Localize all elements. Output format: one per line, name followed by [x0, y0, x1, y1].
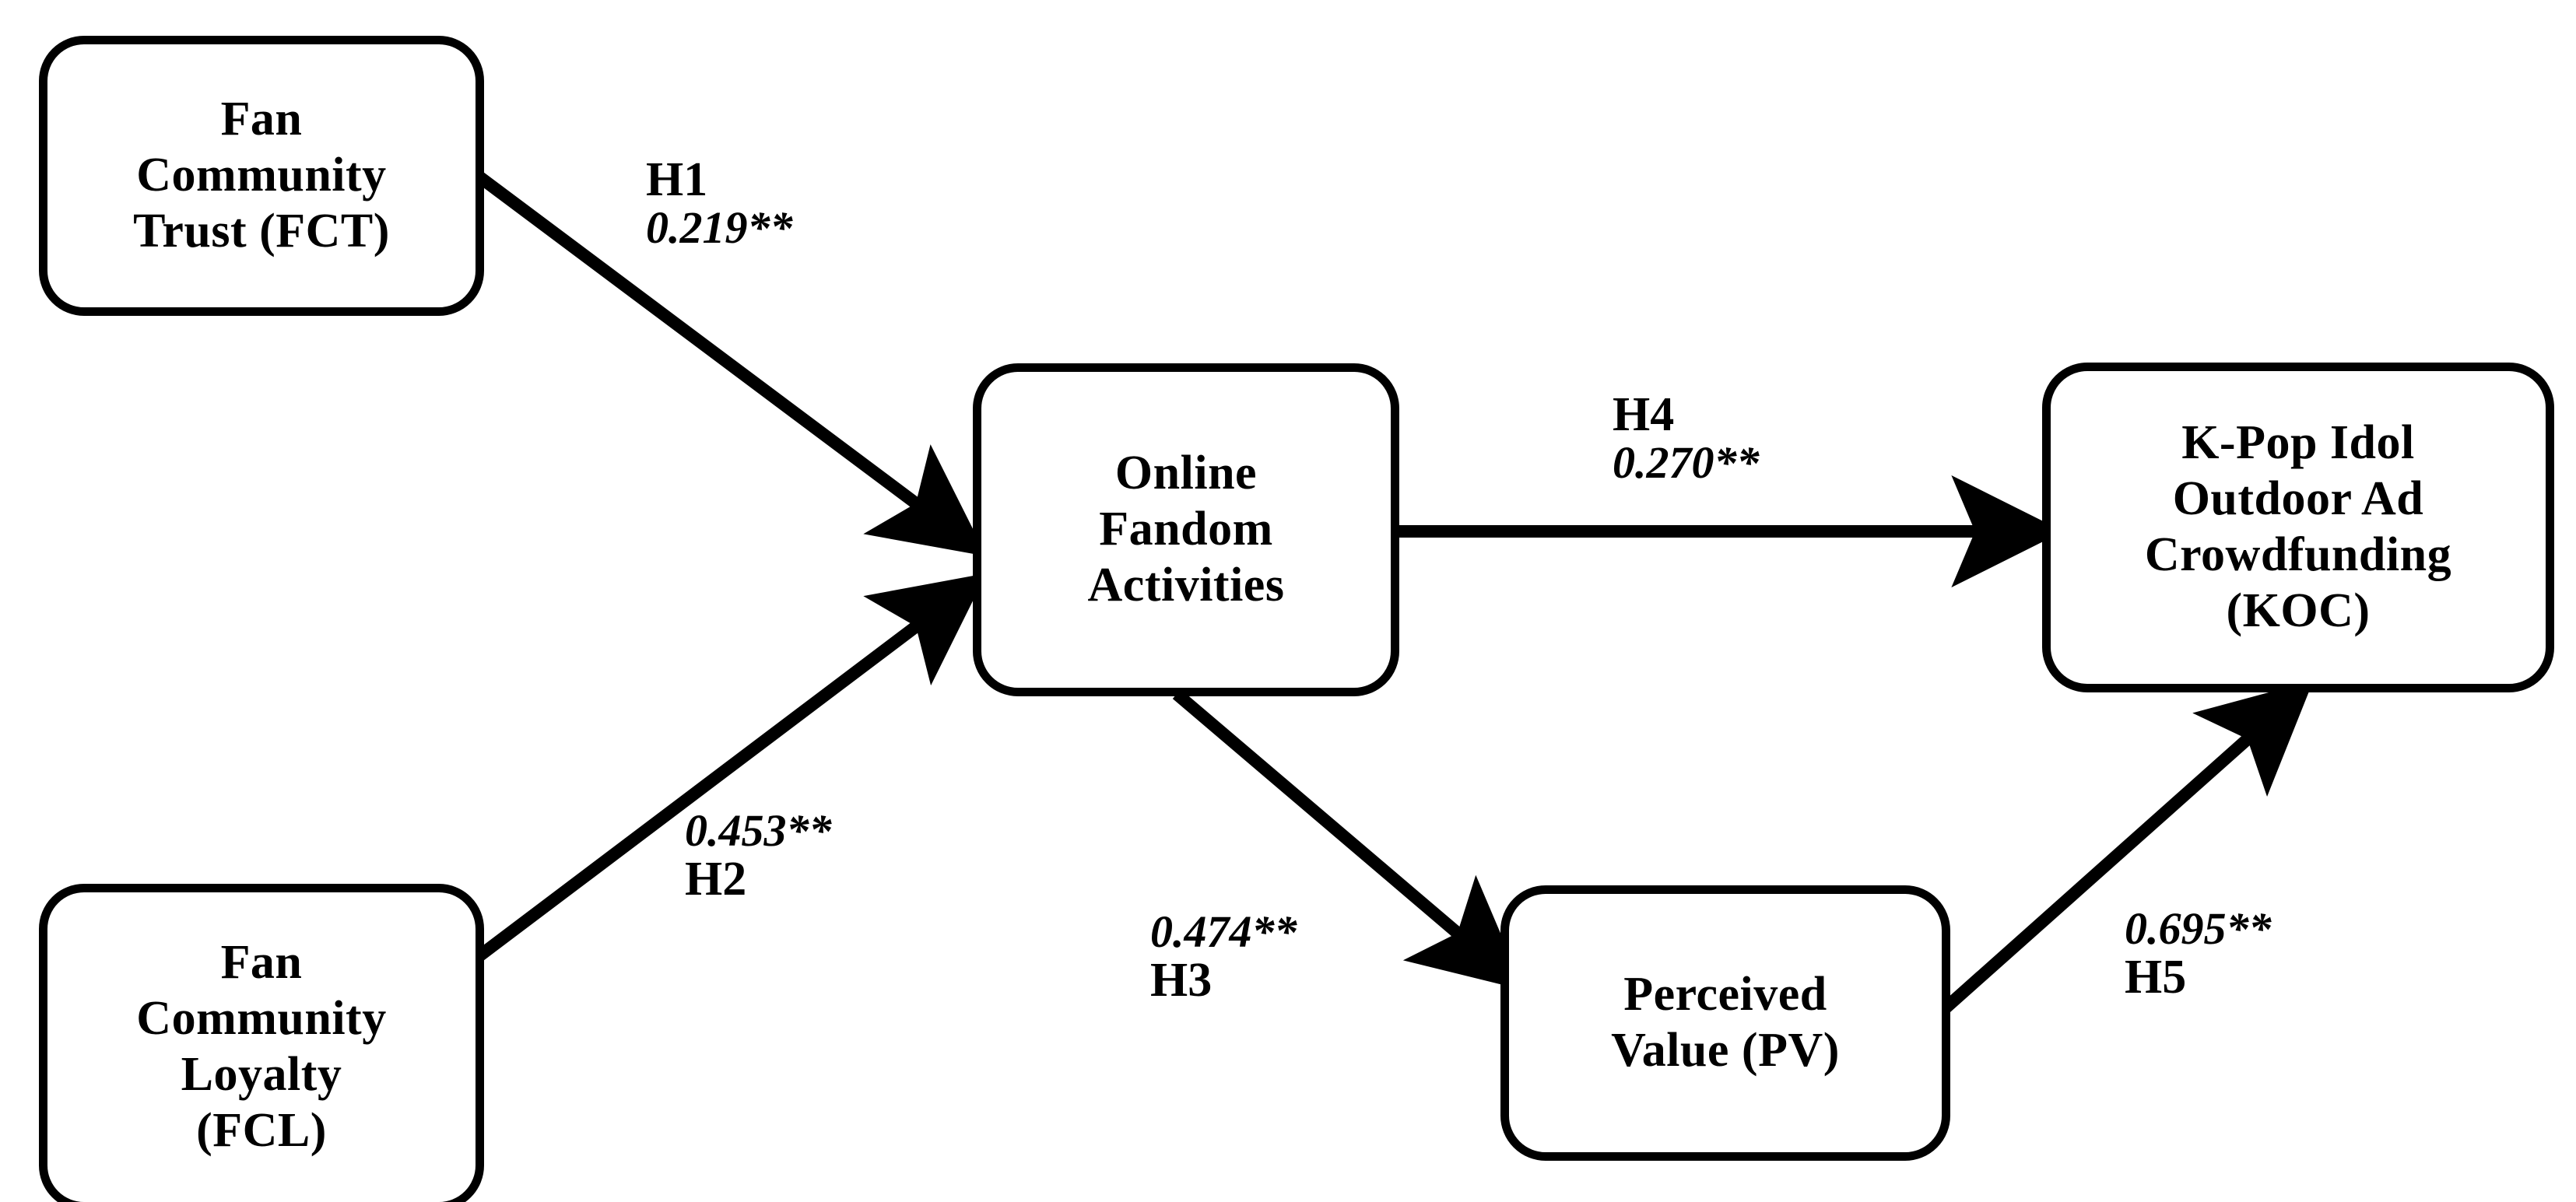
node-label: Online Fandom Activities	[1087, 447, 1285, 612]
coefficient-label-h5: 0.695**	[2125, 903, 2272, 954]
coefficient-label-h4: 0.270**	[1613, 437, 1760, 489]
coefficient-label-h1: 0.219**	[646, 202, 793, 254]
path-label-h1: H1 0.219**	[646, 153, 793, 254]
node-perceived-value[interactable]: Perceived Value (PV)	[1500, 885, 1950, 1161]
path-label-h4: H4 0.270**	[1613, 388, 1760, 489]
path-label-h2: 0.453** H2	[685, 805, 832, 906]
arrow-h3	[1172, 689, 1525, 990]
node-label: K-Pop Idol Outdoor Ad Crowdfunding (KOC)	[2144, 416, 2452, 637]
node-fan-community-trust[interactable]: Fan Community Trust (FCT)	[39, 36, 484, 316]
hypothesis-label-h5: H5	[2125, 950, 2187, 1004]
path-label-h5: 0.695** H5	[2125, 903, 2272, 1004]
node-kpop-idol-outdoor-ad-crowdfunding[interactable]: K-Pop Idol Outdoor Ad Crowdfunding (KOC)	[2042, 363, 2554, 692]
node-online-fandom-activities[interactable]: Online Fandom Activities	[973, 363, 1399, 696]
coefficient-label-h2: 0.453**	[685, 805, 832, 856]
coefficient-label-h3: 0.474**	[1150, 906, 1297, 957]
hypothesis-label-h1: H1	[646, 153, 708, 206]
hypothesis-label-h3: H3	[1150, 953, 1213, 1007]
node-fan-community-loyalty[interactable]: Fan Community Loyalty (FCL)	[39, 884, 484, 1202]
node-label: Perceived Value (PV)	[1611, 968, 1840, 1077]
path-label-h3: 0.474** H3	[1150, 906, 1297, 1007]
node-label: Fan Community Loyalty (FCL)	[136, 936, 387, 1157]
arrow-h1	[476, 172, 987, 557]
arrow-h5	[1937, 680, 2314, 1016]
arrow-h2	[476, 573, 987, 961]
hypothesis-label-h4: H4	[1613, 388, 1675, 441]
node-label: Fan Community Trust (FCT)	[133, 93, 390, 258]
hypothesis-label-h2: H2	[685, 852, 747, 906]
